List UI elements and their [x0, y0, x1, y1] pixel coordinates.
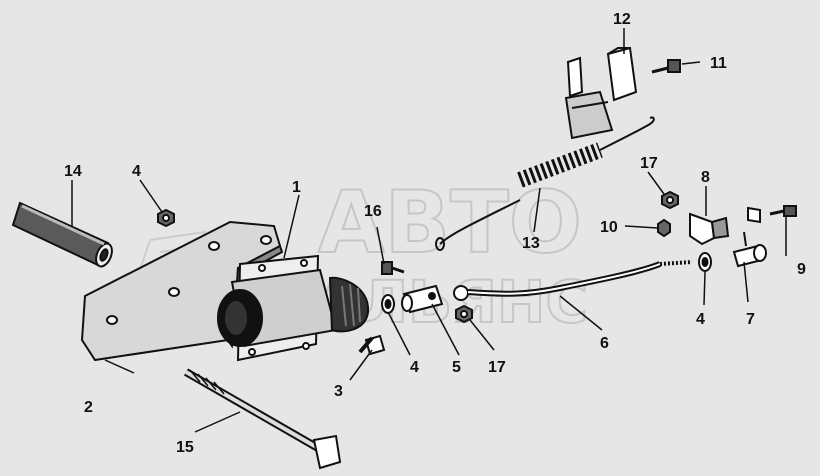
- label-17-b: 17: [488, 359, 506, 376]
- label-13: 13: [522, 235, 540, 252]
- bracket-12: [606, 46, 638, 102]
- leader-lines: [71, 28, 787, 433]
- label-12: 12: [613, 11, 631, 28]
- screw-16: [381, 261, 405, 275]
- label-17-a: 17: [640, 155, 658, 172]
- rod-6: [453, 260, 693, 301]
- label-7: 7: [746, 311, 755, 328]
- label-2: 2: [84, 399, 93, 416]
- label-10: 10: [600, 219, 618, 236]
- label-1: 1: [292, 179, 301, 196]
- watermark-line1: АВТО: [318, 173, 582, 273]
- nut-4-b: [157, 208, 175, 228]
- spring-13: [435, 116, 655, 251]
- label-16: 16: [364, 203, 382, 220]
- label-8: 8: [701, 169, 710, 186]
- label-11: 11: [710, 55, 727, 72]
- label-4-c: 4: [696, 311, 705, 328]
- tube-14: [11, 201, 113, 268]
- label-6: 6: [600, 335, 609, 352]
- label-15: 15: [176, 439, 194, 456]
- callout-labels: 1 2 3 4 4 4 5 6 7 8 9 10 11 12 13 14 15 …: [64, 11, 806, 456]
- screw-11: [651, 59, 681, 74]
- washer-4-a: [381, 294, 395, 314]
- throttle-lever-assembly: [564, 56, 614, 140]
- nut-17-a: [661, 190, 679, 210]
- ball-joint-7: [732, 231, 767, 268]
- label-4-a: 4: [132, 163, 141, 180]
- nut-10: [657, 218, 671, 238]
- solenoid-1: [217, 254, 370, 362]
- bolt-15: [184, 368, 342, 470]
- bracket-8: [689, 212, 730, 246]
- label-4-b: 4: [410, 359, 419, 376]
- nut-17-b: [455, 304, 473, 324]
- label-9: 9: [797, 261, 806, 278]
- label-5: 5: [452, 359, 461, 376]
- screw-9: [747, 205, 797, 224]
- label-14: 14: [64, 163, 82, 180]
- washer-4-c: [698, 252, 712, 272]
- bolt-3: [358, 334, 386, 356]
- watermark: АВТО АЛЬЯНС: [314, 172, 589, 337]
- label-3: 3: [334, 383, 343, 400]
